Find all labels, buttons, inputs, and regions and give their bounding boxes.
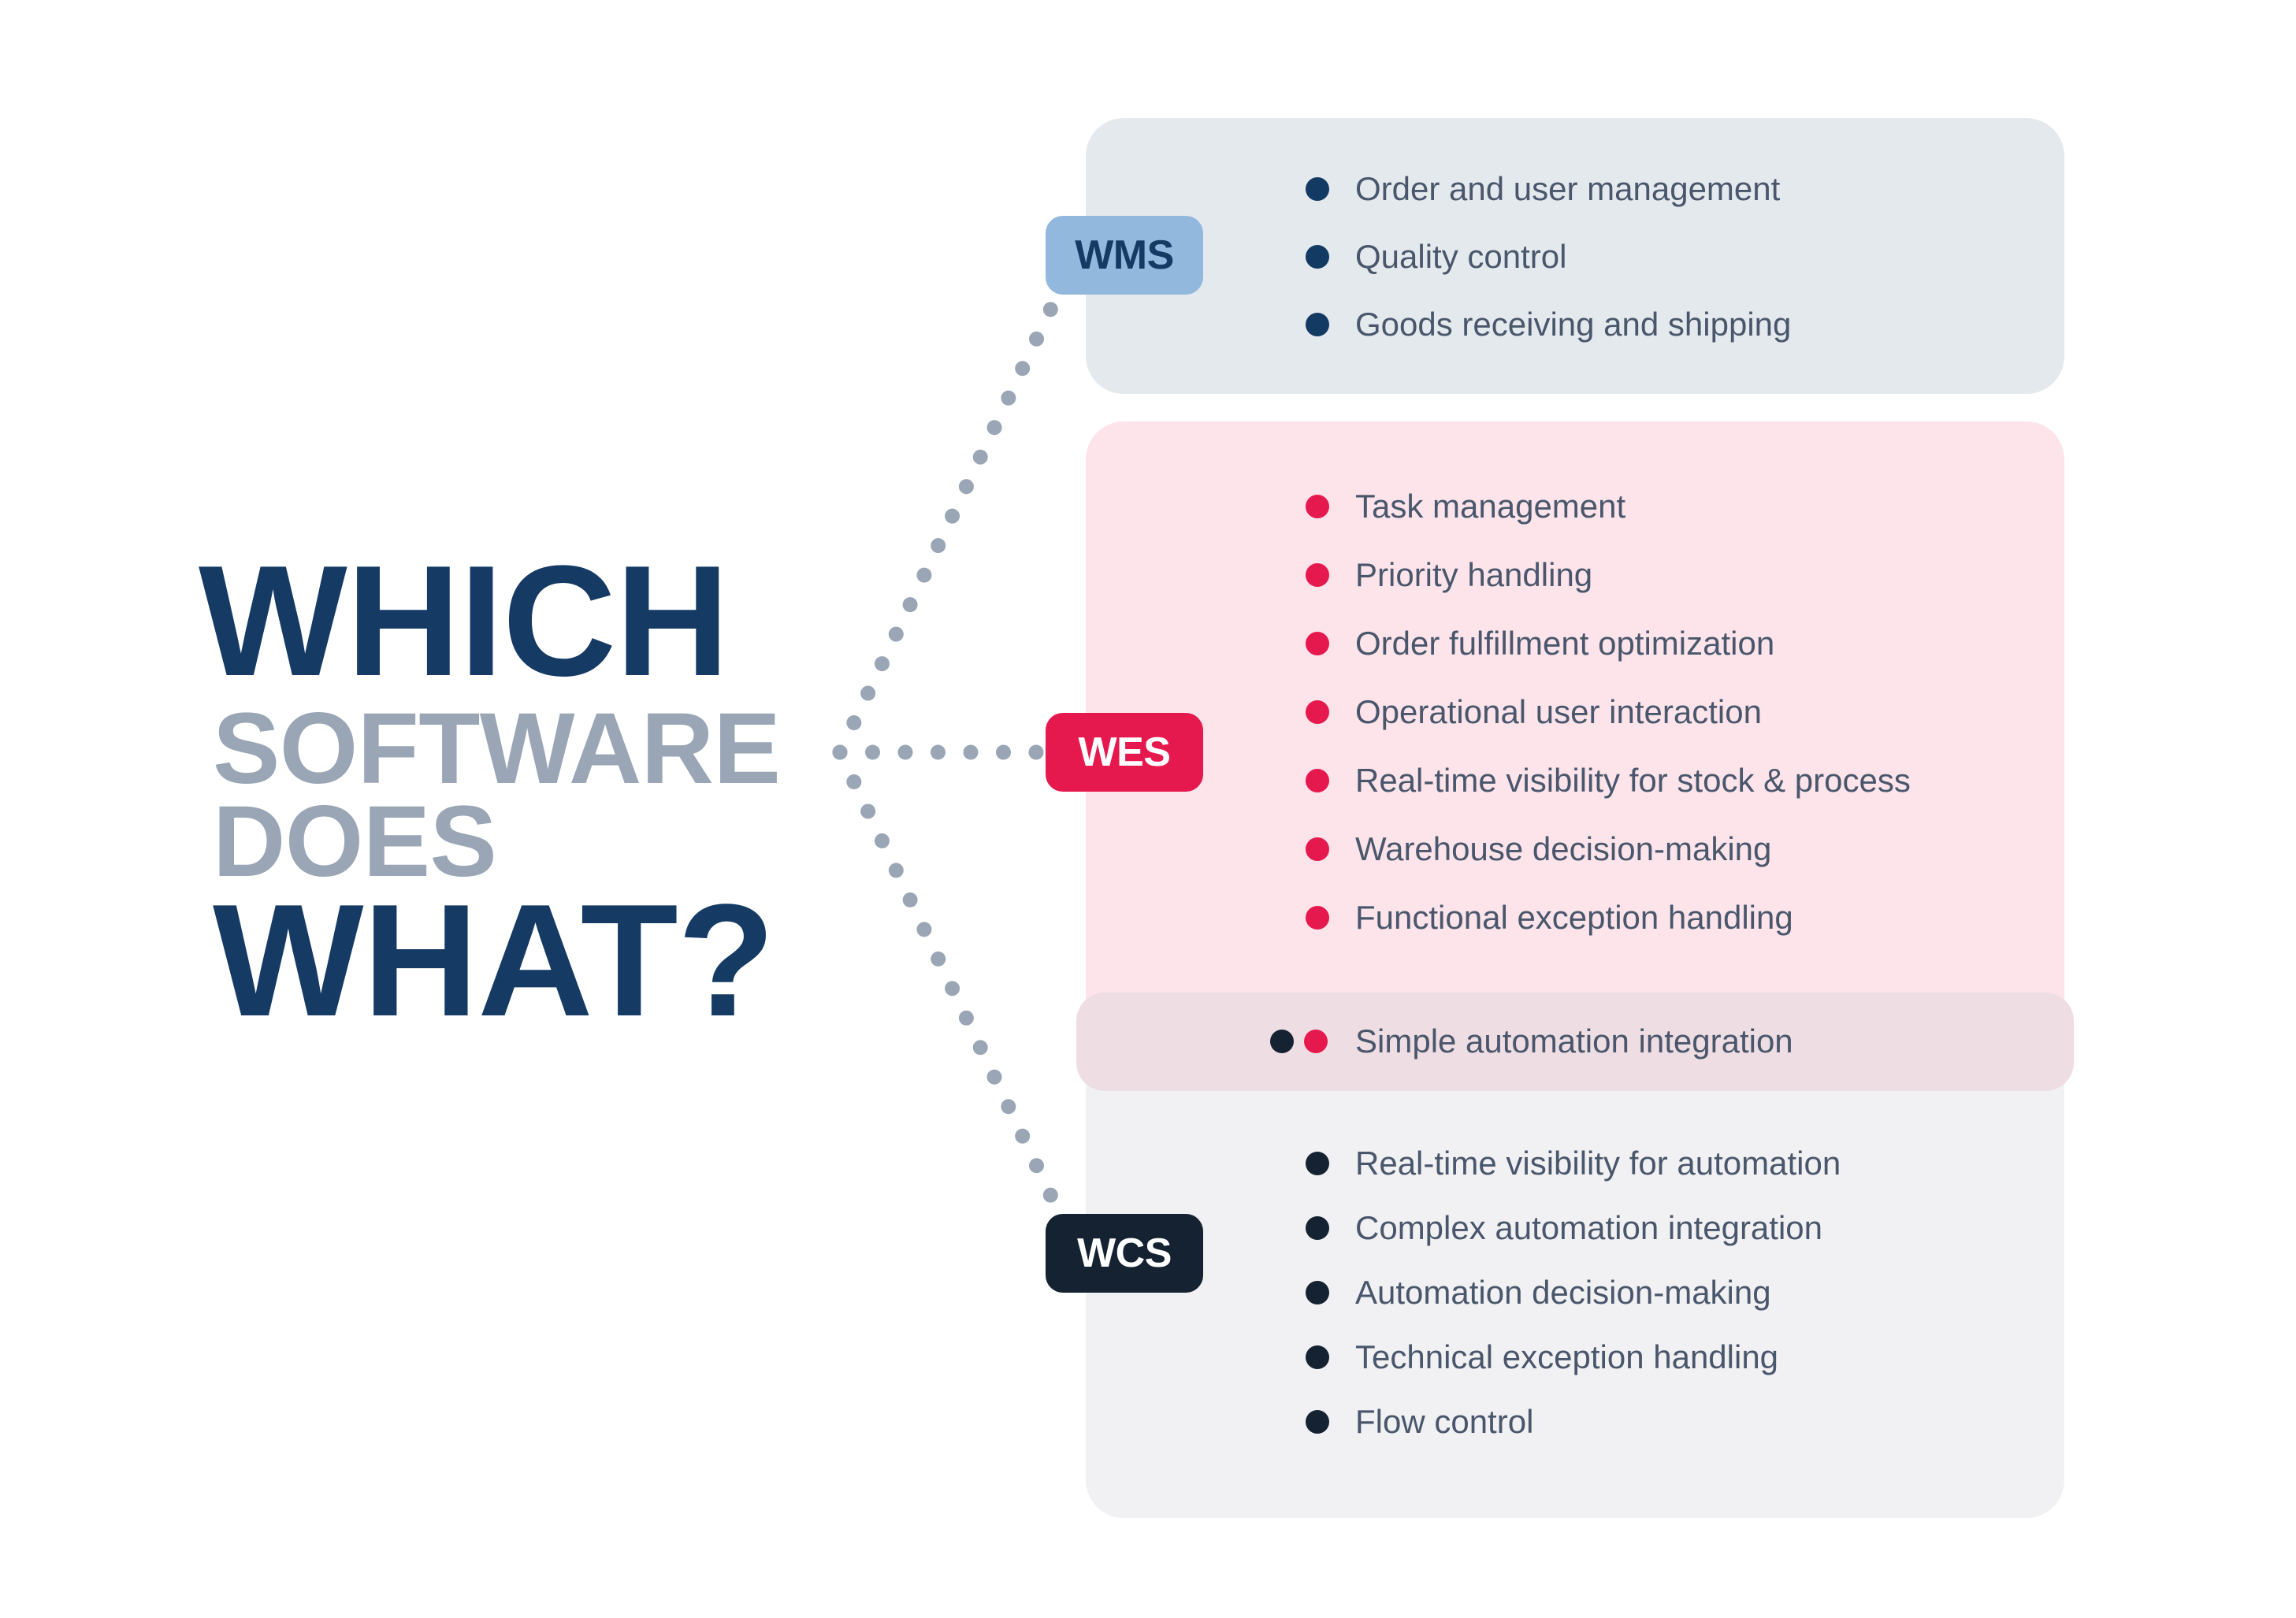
list-item: Goods receiving and shipping [1306, 301, 1791, 348]
list-item: Complex automation integration [1306, 1204, 1822, 1252]
bullet-dot-wes [1304, 1030, 1328, 1053]
list-item: Technical exception handling [1306, 1334, 1778, 1381]
list-item-label: Goods receiving and shipping [1355, 306, 1792, 343]
list-item: Functional exception handling [1306, 894, 1793, 941]
list-item: Real-time visibility for stock & process [1306, 757, 1911, 804]
bullet-dot [1306, 632, 1329, 655]
wms-chip: WMS [1046, 216, 1203, 295]
list-item: Task management [1306, 483, 1625, 530]
wms-box: Order and user management Quality contro… [1086, 118, 2064, 394]
dotted-line-to-wms [832, 294, 1062, 760]
list-item-label: Quality control [1355, 238, 1567, 275]
dotted-line-to-wcs [832, 744, 1062, 1211]
bullet-dot [1306, 563, 1329, 587]
title-line-what: WHAT? [213, 871, 775, 1050]
list-item: Priority handling [1306, 551, 1592, 599]
wes-chip: WES [1046, 713, 1203, 792]
list-item-label: Technical exception handling [1355, 1338, 1779, 1375]
list-item-label: Warehouse decision-making [1355, 830, 1772, 867]
list-item-label: Simple automation integration [1355, 1022, 1793, 1059]
bullet-dot [1306, 495, 1329, 518]
wes-box: Task management Priority handling Order … [1086, 421, 2064, 1041]
bullet-dot [1306, 313, 1329, 336]
list-item-label: Task management [1355, 488, 1626, 525]
bullet-dot [1306, 1216, 1329, 1240]
shared-band: Simple automation integration [1076, 993, 2074, 1091]
list-item: Automation decision-making [1306, 1269, 1771, 1316]
list-item: Quality control [1306, 233, 1566, 280]
bullet-dot [1306, 906, 1329, 930]
title-line-software: SOFTWARE [213, 692, 781, 805]
title-line-which: WHICH [199, 533, 730, 709]
list-item: Simple automation integration [1270, 1018, 1793, 1065]
list-item-label: Real-time visibility for stock & process [1355, 762, 1911, 799]
bullet-dot [1306, 245, 1329, 269]
title-line-does: DOES [213, 785, 497, 898]
bullet-dot [1306, 1345, 1329, 1369]
list-item-label: Real-time visibility for automation [1355, 1145, 1841, 1182]
bullet-dot [1306, 1152, 1329, 1175]
bullet-dot [1306, 177, 1329, 201]
list-item: Flow control [1306, 1398, 1533, 1445]
list-item-label: Priority handling [1355, 556, 1593, 593]
bullet-dot [1306, 1410, 1329, 1434]
wcs-chip: WCS [1046, 1214, 1203, 1293]
list-item: Warehouse decision-making [1306, 826, 1771, 873]
list-item-label: Functional exception handling [1355, 899, 1793, 936]
list-item-label: Operational user interaction [1355, 693, 1762, 730]
list-item: Order and user management [1306, 165, 1780, 213]
bullet-dot [1306, 1281, 1329, 1304]
bullet-dot [1306, 700, 1329, 724]
list-item: Order fulfillment optimization [1306, 620, 1774, 667]
list-item: Operational user interaction [1306, 688, 1762, 736]
bullet-dot [1306, 837, 1329, 861]
list-item-label: Order and user management [1355, 170, 1781, 207]
wcs-box: Real-time visibility for automation Comp… [1086, 1041, 2064, 1518]
list-item-label: Order fulfillment optimization [1355, 625, 1775, 662]
list-item: Real-time visibility for automation [1306, 1140, 1841, 1187]
list-item-label: Complex automation integration [1355, 1209, 1823, 1246]
bullet-dot [1306, 769, 1329, 792]
list-item-label: Flow control [1355, 1403, 1534, 1440]
bullet-dot-wcs [1270, 1030, 1294, 1053]
list-item-label: Automation decision-making [1355, 1274, 1771, 1311]
